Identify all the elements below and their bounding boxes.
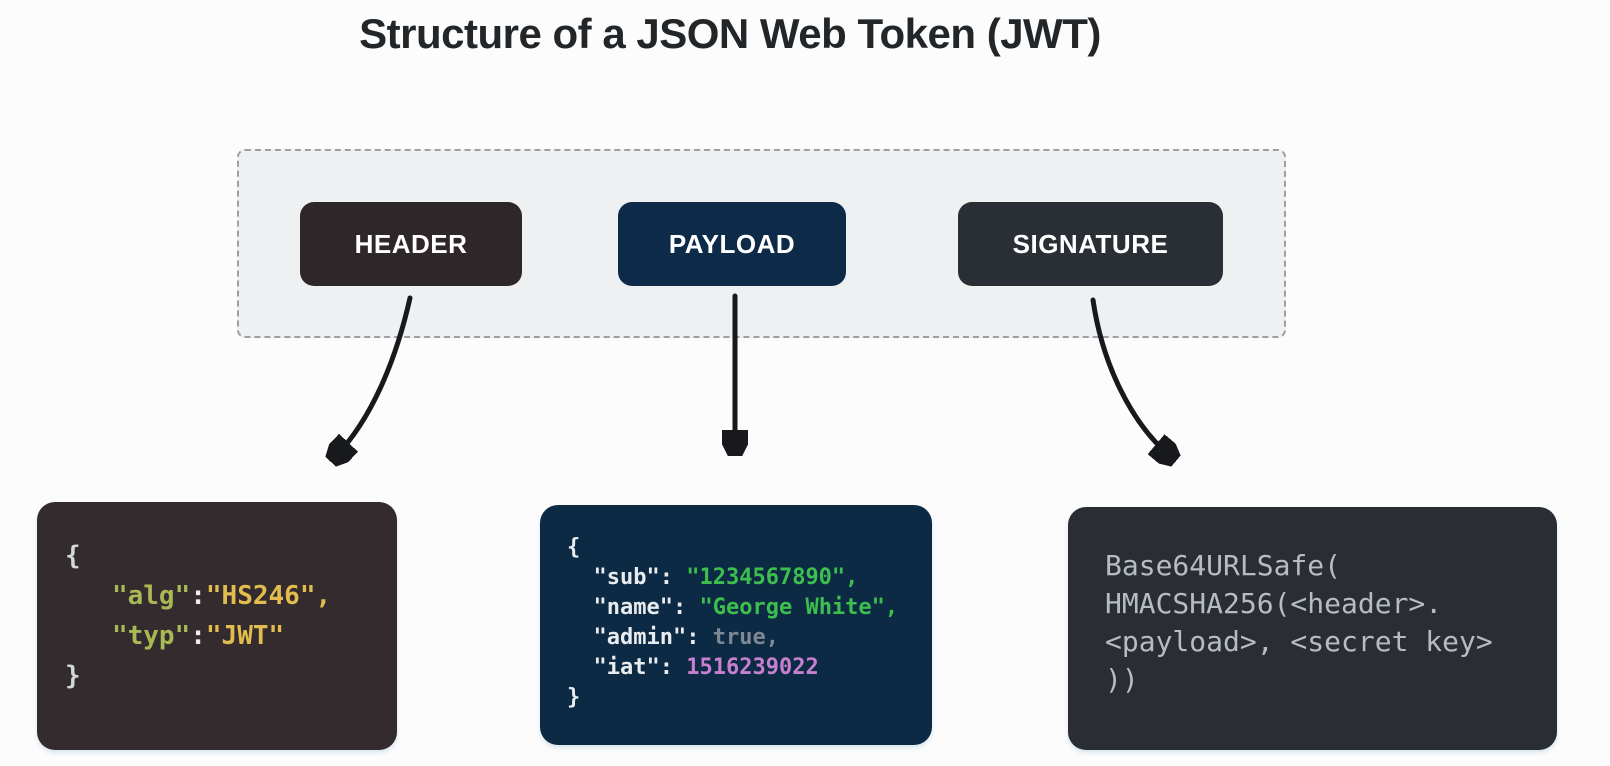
code-line: "alg":"HS246", [111,581,332,611]
code-line: } [567,685,581,710]
payload-code-block: { "sub": "1234567890", "name": "George W… [540,505,932,745]
payload-chip: PAYLOAD [618,202,846,286]
code-line: HMACSHA256(<header>. [1105,587,1443,620]
code-line: "typ":"JWT" [111,621,285,651]
header-chip: HEADER [300,202,522,286]
code-line: { [65,541,81,571]
code-line: Base64URLSafe( [1105,549,1342,582]
code-line: "name": "George White", [593,595,899,620]
signature-chip: SIGNATURE [958,202,1223,286]
signature-code-block: Base64URLSafe( HMACSHA256(<header>. <paylo… [1068,507,1557,750]
header-code-block: { "alg":"HS246", "typ":"JWT"} [37,502,397,750]
code-line: "iat": 1516239022 [593,655,819,680]
code-line: "sub": "1234567890", [593,565,859,590]
code-line: } [65,661,81,691]
code-line: { [567,535,581,560]
code-line: <payload>, <secret key> [1105,625,1493,658]
code-line: "admin": true, [593,625,779,650]
diagram-title: Structure of a JSON Web Token (JWT) [359,10,1101,57]
code-line: )) [1105,663,1139,696]
